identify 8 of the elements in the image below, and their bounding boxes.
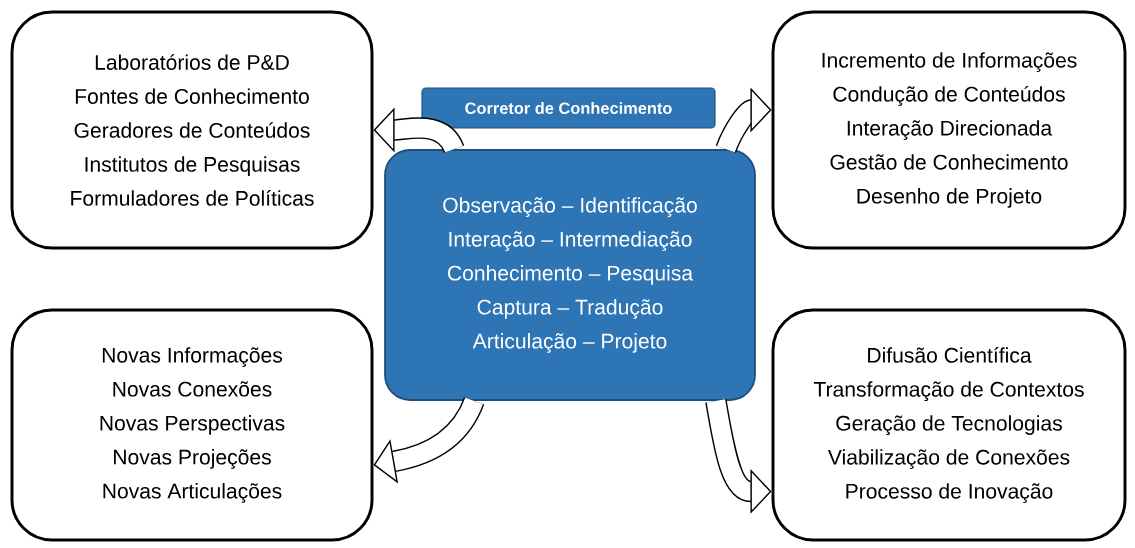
rounded-box: Incremento de Informações Condução de Conteúdos Interação Direcionada Gestão de Conhecimento Desenho de Projeto [771, 10, 1127, 250]
rounded-box: Novas Informações Novas Conexões Novas Perspectivas Novas Projeções Novas Articulações [10, 308, 374, 542]
rounded-box: Difusão Científica Transformação de Contextos Geração de Tecnologias Viabilização de Conexões Processo de Inovação [771, 308, 1127, 542]
central-box: Observação – Identificação Interação – Intermediação Conhecimento – Pesquisa Captura – Tradução Articulação – Projeto [384, 149, 756, 401]
rounded-box: Laboratórios de P&D Fontes de Conhecimento Geradores de Conteúdos Institutos de Pesquisas Formuladores de Políticas [10, 10, 374, 250]
title-banner: Corretor de Conhecimento [421, 87, 716, 129]
curved-arrow [715, 87, 772, 154]
curved-arrow [373, 396, 485, 484]
